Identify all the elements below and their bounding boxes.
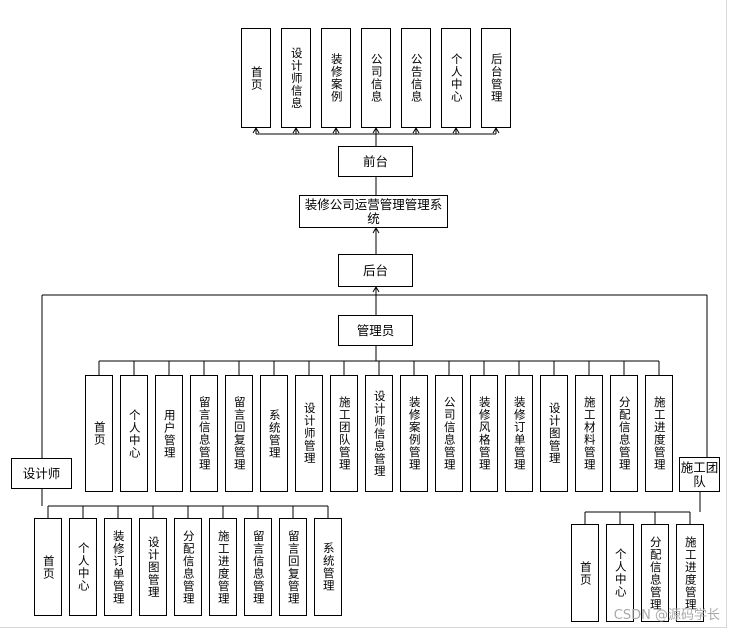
admin-node: 设计师信息管理 bbox=[365, 375, 393, 492]
admin-node: 首页 bbox=[85, 375, 113, 492]
designer-node: 施工进度管理 bbox=[209, 518, 237, 616]
node-team-label: 施工团队 bbox=[680, 459, 719, 489]
admin-node: 留言信息管理 bbox=[190, 375, 218, 492]
team-node-label: 个人中心 bbox=[613, 548, 628, 598]
admin-node: 用户管理 bbox=[155, 375, 183, 492]
admin-node-label: 施工团队管理 bbox=[337, 396, 352, 471]
designer-node: 设计图管理 bbox=[139, 518, 167, 616]
admin-node-label: 留言信息管理 bbox=[197, 396, 212, 471]
designer-node: 留言信息管理 bbox=[244, 518, 272, 616]
node-admin-label: 管理员 bbox=[356, 322, 395, 338]
front-node: 公司信息 bbox=[361, 28, 391, 128]
admin-node-label: 留言回复管理 bbox=[232, 396, 247, 471]
admin-node: 分配信息管理 bbox=[610, 375, 638, 492]
front-node: 后台管理 bbox=[481, 28, 511, 128]
front-arrow-head bbox=[252, 127, 260, 134]
front-arrow-head bbox=[412, 127, 420, 134]
admin-node: 系统管理 bbox=[260, 375, 288, 492]
admin-node: 装修案例管理 bbox=[400, 375, 428, 492]
node-front: 前台 bbox=[338, 146, 413, 177]
admin-node: 公司信息管理 bbox=[435, 375, 463, 492]
front-arrow-head bbox=[492, 127, 500, 134]
designer-node: 系统管理 bbox=[314, 518, 342, 616]
admin-node: 施工进度管理 bbox=[645, 375, 673, 492]
front-arrow-head bbox=[372, 127, 380, 134]
node-designer: 设计师 bbox=[11, 458, 72, 489]
front-node-label: 首页 bbox=[249, 65, 264, 91]
watermark: CSDN @源码学长 bbox=[613, 608, 720, 623]
designer-node-label: 系统管理 bbox=[321, 542, 336, 592]
front-node: 设计师信息 bbox=[281, 28, 311, 128]
front-arrow-head bbox=[332, 127, 340, 134]
admin-node: 留言回复管理 bbox=[225, 375, 253, 492]
team-node: 施工进度管理 bbox=[676, 524, 704, 622]
node-admin: 管理员 bbox=[338, 315, 413, 346]
designer-node-label: 首页 bbox=[41, 554, 56, 580]
admin-node-label: 设计图管理 bbox=[547, 402, 562, 465]
admin-node-label: 装修案例管理 bbox=[407, 396, 422, 471]
admin-node: 施工团队管理 bbox=[330, 375, 358, 492]
team-node-label: 分配信息管理 bbox=[648, 535, 663, 611]
admin-node-label: 装修风格管理 bbox=[477, 396, 492, 471]
front-node: 个人中心 bbox=[441, 28, 471, 128]
front-node-label: 后台管理 bbox=[489, 53, 504, 103]
admin-node: 施工材料管理 bbox=[575, 375, 603, 492]
admin-node-label: 系统管理 bbox=[267, 408, 282, 459]
designer-node-label: 设计图管理 bbox=[146, 535, 161, 599]
node-front-label: 前台 bbox=[362, 153, 388, 169]
designer-node-label: 留言回复管理 bbox=[286, 529, 301, 605]
admin-node: 个人中心 bbox=[120, 375, 148, 492]
designer-node-label: 装修订单管理 bbox=[111, 529, 126, 605]
team-node-label: 首页 bbox=[578, 560, 593, 586]
team-node: 首页 bbox=[571, 524, 599, 622]
designer-node: 个人中心 bbox=[69, 518, 97, 616]
front-node: 首页 bbox=[241, 28, 271, 128]
admin-node-label: 分配信息管理 bbox=[617, 396, 632, 471]
node-system-title: 装修公司运营管理管理系统 bbox=[299, 195, 448, 228]
designer-node: 留言回复管理 bbox=[279, 518, 307, 616]
system-title-label: 装修公司运营管理管理系统 bbox=[304, 196, 443, 226]
admin-node: 设计师管理 bbox=[295, 375, 323, 492]
team-node-label: 施工进度管理 bbox=[683, 535, 698, 611]
admin-node-label: 个人中心 bbox=[127, 408, 142, 459]
designer-node: 首页 bbox=[34, 518, 62, 616]
front-node-label: 设计师信息 bbox=[289, 46, 304, 110]
admin-node-label: 施工进度管理 bbox=[652, 396, 667, 471]
front-node-label: 装修案例 bbox=[329, 53, 344, 103]
admin-node-label: 装修订单管理 bbox=[512, 396, 527, 471]
admin-node-label: 首页 bbox=[92, 421, 107, 446]
team-node: 分配信息管理 bbox=[641, 524, 669, 622]
designer-node-label: 个人中心 bbox=[76, 542, 91, 592]
node-backend: 后台 bbox=[338, 254, 413, 287]
node-backend-label: 后台 bbox=[362, 262, 388, 278]
team-node: 个人中心 bbox=[606, 524, 634, 622]
designer-node-label: 施工进度管理 bbox=[216, 529, 231, 605]
admin-node: 装修风格管理 bbox=[470, 375, 498, 492]
admin-node-label: 施工材料管理 bbox=[582, 396, 597, 471]
front-arrow-head bbox=[452, 127, 460, 134]
admin-node-label: 公司信息管理 bbox=[442, 396, 457, 471]
admin-node: 装修订单管理 bbox=[505, 375, 533, 492]
backend-arrow-head bbox=[372, 286, 380, 293]
system-arrow-head bbox=[372, 227, 380, 234]
node-team: 施工团队 bbox=[679, 457, 720, 492]
front-arrow-head bbox=[292, 127, 300, 134]
front-node-label: 个人中心 bbox=[449, 53, 464, 103]
admin-node-label: 设计师信息管理 bbox=[372, 389, 387, 478]
designer-node: 装修订单管理 bbox=[104, 518, 132, 616]
admin-node-label: 设计师管理 bbox=[302, 402, 317, 465]
front-node: 装修案例 bbox=[321, 28, 351, 128]
designer-node: 分配信息管理 bbox=[174, 518, 202, 616]
designer-node-label: 留言信息管理 bbox=[251, 529, 266, 605]
front-node-label: 公告信息 bbox=[409, 53, 424, 103]
admin-node-label: 用户管理 bbox=[162, 408, 177, 459]
designer-node-label: 分配信息管理 bbox=[181, 529, 196, 605]
admin-node: 设计图管理 bbox=[540, 375, 568, 492]
node-designer-label: 设计师 bbox=[22, 465, 61, 481]
front-node-label: 公司信息 bbox=[369, 53, 384, 103]
front-node: 公告信息 bbox=[401, 28, 431, 128]
